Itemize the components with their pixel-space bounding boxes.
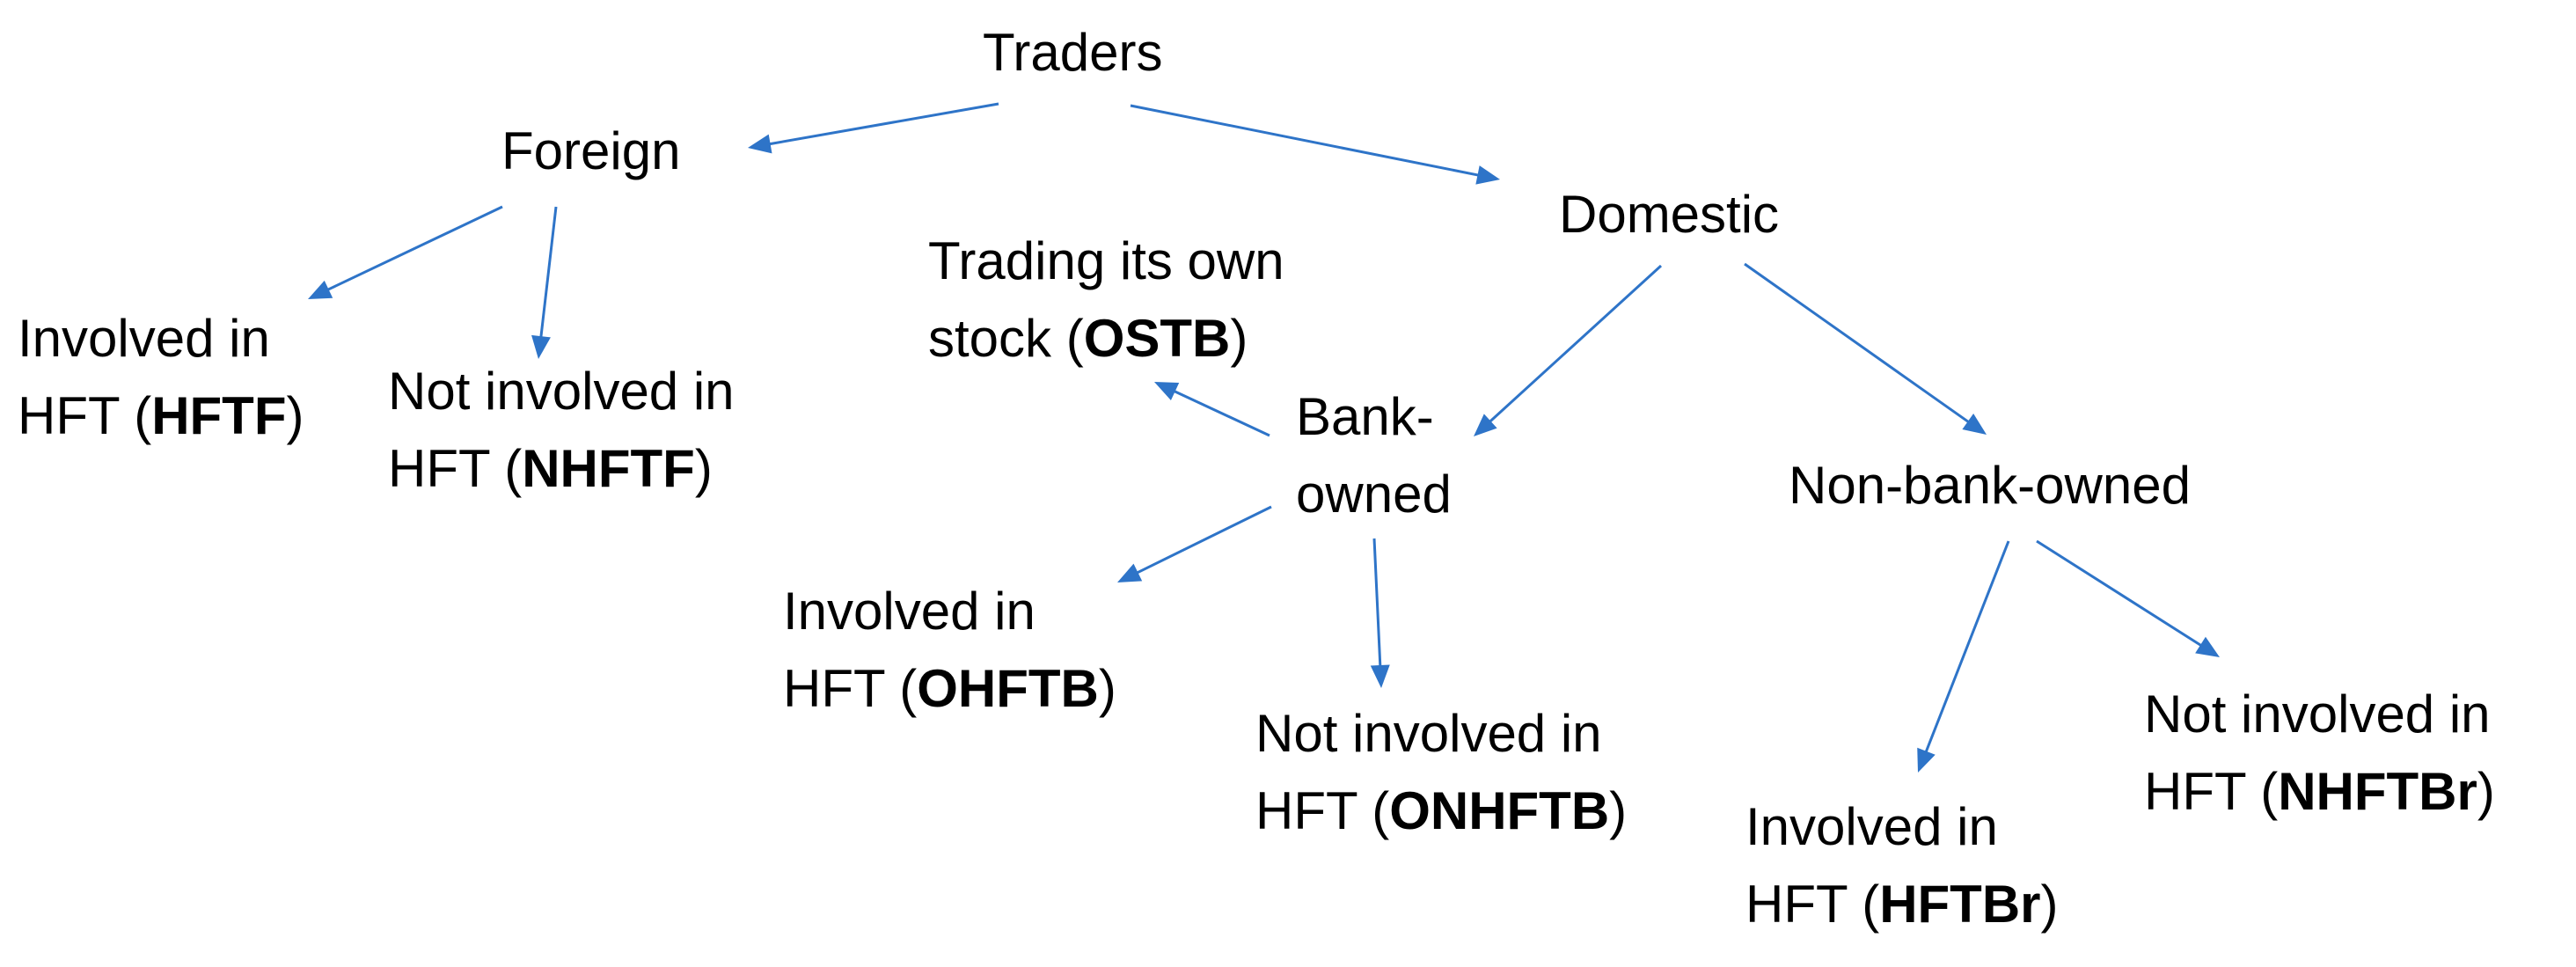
node-nhftbr-line2: HFT (NHFTBr) <box>2144 762 2495 821</box>
arrow-foreign-to-hftf <box>308 205 503 299</box>
node-ohftb-code: OHFTB <box>917 659 1099 718</box>
arrow-shaft <box>1372 538 1382 668</box>
arrow-domestic-to-bank-owned <box>1474 264 1663 436</box>
node-bank-owned-line2: owned <box>1296 465 1452 524</box>
node-ohftb: Involved in HFT (OHFTB) <box>783 573 1116 728</box>
node-nhftf: Not involved in HFT (NHFTF) <box>388 353 735 508</box>
arrow-shaft <box>539 206 558 339</box>
arrowhead-icon <box>1962 414 1987 435</box>
node-nhftf-line2: HFT (NHFTF) <box>388 439 713 498</box>
node-hftf-line1: Involved in <box>18 309 270 368</box>
arrow-bank-owned-to-ostb <box>1154 382 1270 437</box>
node-hftf: Involved in HFT (HFTF) <box>18 300 304 455</box>
node-nhftbr-line1: Not involved in <box>2144 685 2491 744</box>
arrow-traders-to-domestic <box>1130 104 1500 185</box>
node-hftbr-code: HFTBr <box>1879 875 2041 934</box>
node-hftf-code: HFTF <box>151 386 287 445</box>
node-domestic: Domestic <box>1559 176 1779 253</box>
arrowhead-icon <box>2195 636 2220 657</box>
arrow-non-bank-owned-to-nhftbr <box>2036 539 2220 657</box>
node-ohftb-line1: Involved in <box>783 582 1036 641</box>
node-foreign-label: Foreign <box>501 121 681 180</box>
node-ostb: Trading its own stock (OSTB) <box>928 223 1284 377</box>
arrow-shaft <box>2036 539 2203 648</box>
node-onhftb-line1: Not involved in <box>1255 704 1602 763</box>
arrow-foreign-to-nhftf <box>531 206 558 359</box>
arrowhead-icon <box>308 280 333 299</box>
node-nhftf-line1: Not involved in <box>388 362 735 421</box>
arrowhead-icon <box>1370 664 1390 688</box>
node-bank-owned-line1: Bank- <box>1296 387 1434 446</box>
node-ostb-line1: Trading its own <box>928 231 1284 290</box>
node-non-bank-owned-label: Non-bank-owned <box>1789 456 2191 515</box>
arrow-shaft <box>1744 262 1971 424</box>
node-foreign: Foreign <box>501 113 680 190</box>
node-traders-label: Traders <box>983 23 1163 82</box>
node-ostb-code: OSTB <box>1083 309 1231 368</box>
arrowhead-icon <box>1917 747 1936 773</box>
node-hftbr-line1: Involved in <box>1745 797 1998 856</box>
node-onhftb-line2: HFT (ONHFTB) <box>1255 781 1628 840</box>
node-nhftbr: Not involved in HFT (NHFTBr) <box>2144 676 2495 831</box>
arrowhead-icon <box>1117 563 1143 582</box>
arrow-shaft <box>1488 264 1663 423</box>
arrow-shaft <box>326 205 503 292</box>
arrowhead-icon <box>1474 414 1497 436</box>
arrow-shaft <box>1135 505 1272 575</box>
node-bank-owned: Bank- owned <box>1296 378 1452 533</box>
node-traders: Traders <box>983 14 1163 92</box>
node-hftf-line2: HFT (HFTF) <box>18 386 304 445</box>
arrowhead-icon <box>748 134 772 154</box>
arrow-shaft <box>1924 540 2010 754</box>
node-ostb-line2: stock (OSTB) <box>928 309 1248 368</box>
arrow-bank-owned-to-ohftb <box>1117 505 1272 582</box>
arrowhead-icon <box>531 334 551 359</box>
node-hftbr-line2: HFT (HFTBr) <box>1745 875 2059 934</box>
node-nhftbr-code: NHFTBr <box>2278 762 2477 821</box>
arrow-bank-owned-to-onhftb <box>1370 538 1390 688</box>
node-domestic-label: Domestic <box>1559 185 1780 244</box>
node-onhftb-code: ONHFTB <box>1389 781 1610 840</box>
arrow-non-bank-owned-to-hftbr <box>1917 540 2010 773</box>
arrow-domestic-to-non-bank-owned <box>1744 262 1987 435</box>
arrow-shaft <box>1173 389 1270 437</box>
node-ohftb-line2: HFT (OHFTB) <box>783 659 1116 718</box>
arrow-shaft <box>1130 104 1480 177</box>
node-onhftb: Not involved in HFT (ONHFTB) <box>1255 695 1627 850</box>
arrow-shaft <box>768 102 999 146</box>
node-hftbr: Involved in HFT (HFTBr) <box>1745 788 2059 943</box>
node-non-bank-owned: Non-bank-owned <box>1789 447 2191 524</box>
arrowhead-icon <box>1154 382 1180 400</box>
arrowhead-icon <box>1475 165 1500 185</box>
arrow-traders-to-foreign <box>748 102 999 154</box>
node-nhftf-code: NHFTF <box>522 439 695 498</box>
